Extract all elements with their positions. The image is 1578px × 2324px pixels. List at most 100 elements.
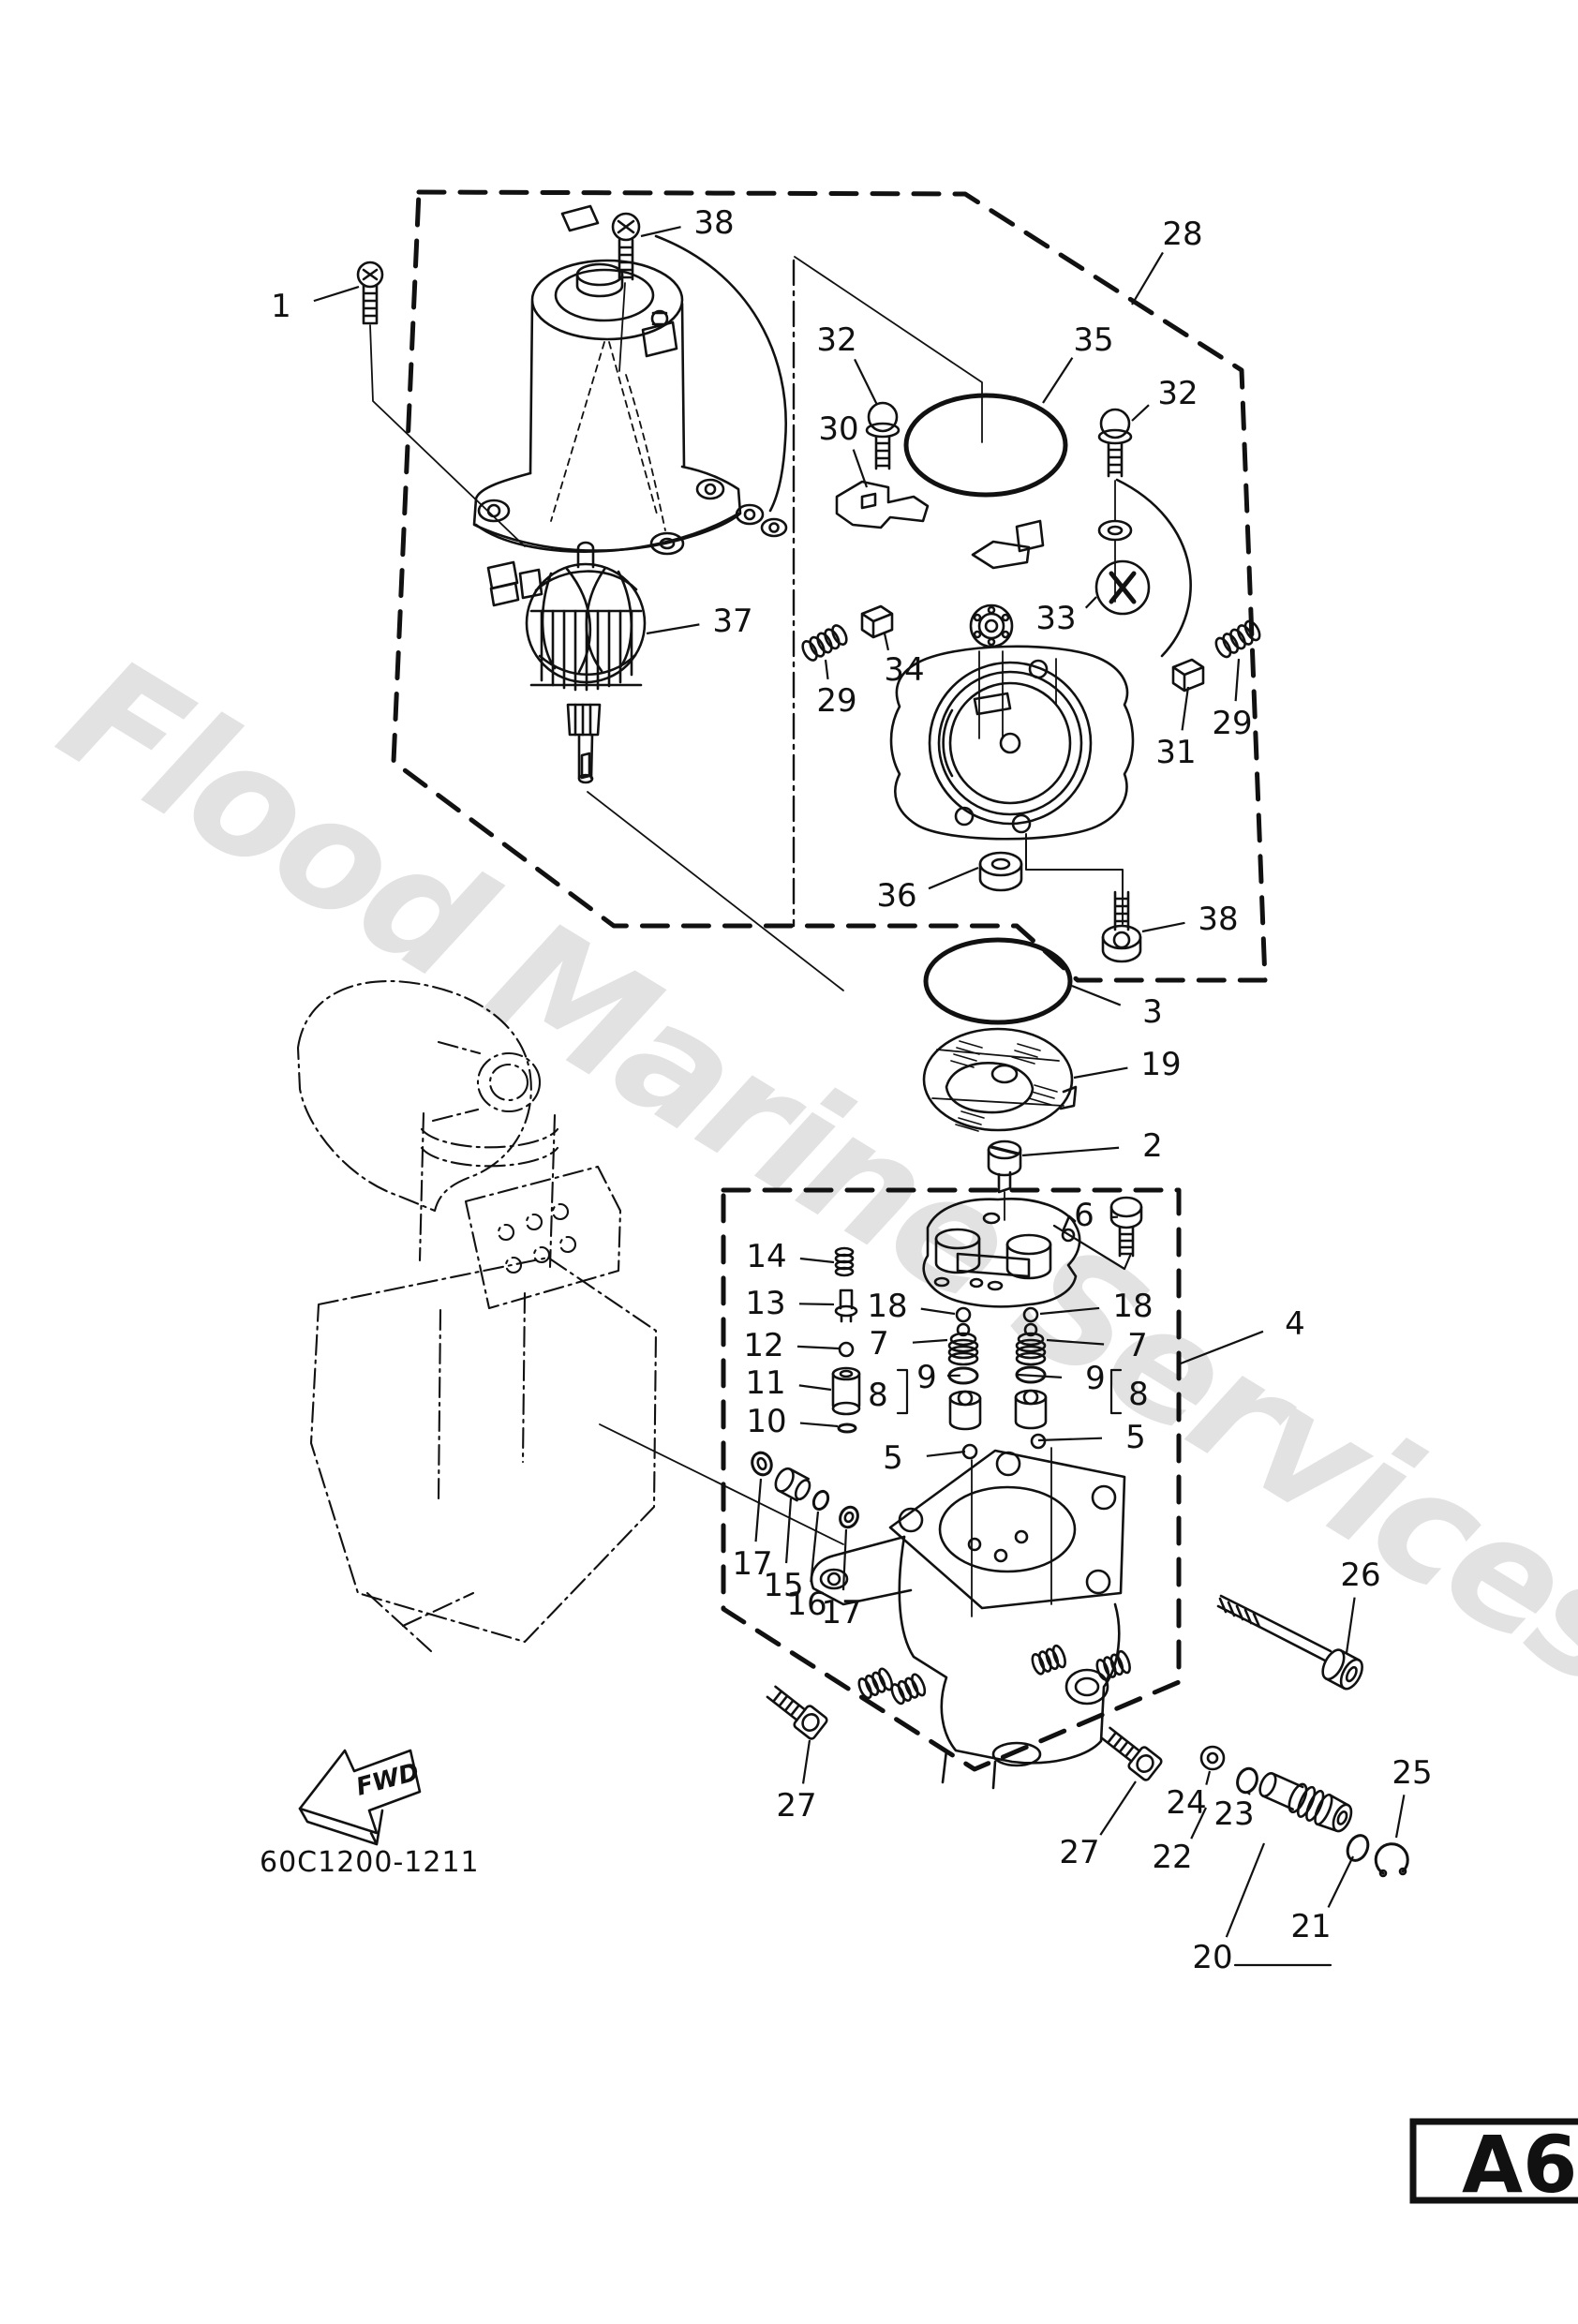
callout-label-34: 34	[884, 651, 924, 689]
callout-label-29: 29	[816, 682, 856, 720]
screw-27-left	[766, 1685, 828, 1740]
construction-lines	[369, 256, 1132, 1617]
callout-label-33: 33	[1035, 600, 1076, 637]
callout-leader-12	[796, 1345, 840, 1350]
callout-label-1: 1	[271, 288, 291, 325]
section-box-valve-kit	[721, 1187, 1182, 1772]
callout-label-32: 32	[1157, 375, 1198, 412]
callout-leader-5	[1037, 1437, 1103, 1442]
filter-19	[922, 1027, 1078, 1132]
callout-leader-29	[824, 659, 829, 679]
callout-leader-2	[1021, 1146, 1120, 1157]
page-ref-label: A6	[1462, 2119, 1577, 2211]
o-ring-3	[923, 937, 1073, 1025]
callout-label-9: 9	[916, 1359, 937, 1396]
callout-label-32: 32	[816, 321, 856, 359]
callout-leader-11	[798, 1384, 832, 1392]
o-ring-35	[903, 393, 1068, 498]
callout-label-7: 7	[869, 1325, 889, 1363]
callout-label-18: 18	[867, 1288, 907, 1325]
callout-leader-37	[646, 623, 700, 635]
callout-leader-4	[1180, 1330, 1264, 1365]
callout-label-38: 38	[693, 204, 734, 242]
callout-leader-34	[883, 633, 890, 651]
callout-label-10: 10	[746, 1403, 786, 1440]
pump-housing	[889, 645, 1135, 925]
upper-valve-body	[922, 1198, 1081, 1308]
callout-label-35: 35	[1073, 321, 1113, 359]
callout-label-21: 21	[1290, 1908, 1331, 1945]
callout-leader-38	[640, 226, 681, 238]
callout-leader-7	[1046, 1338, 1105, 1346]
callout-label-22: 22	[1152, 1839, 1192, 1876]
motor-lead-fitting	[486, 560, 543, 607]
brush-plate-hardware	[801, 401, 1261, 693]
callout-label-11: 11	[745, 1364, 785, 1402]
callout-label-23: 23	[1213, 1795, 1254, 1833]
bracket-leaders	[896, 1368, 1332, 1967]
callout-leader-14	[799, 1257, 835, 1264]
callout-leader-15	[784, 1497, 793, 1564]
section-box-motor-pump	[391, 189, 1268, 983]
trim-motor	[472, 204, 788, 556]
screw-38-bottom	[1101, 890, 1142, 963]
callout-leader-16	[810, 1511, 820, 1583]
callout-label-3: 3	[1142, 993, 1163, 1031]
callout-label-15: 15	[763, 1567, 803, 1604]
callout-label-27: 27	[776, 1787, 816, 1825]
callout-label-12: 12	[743, 1327, 783, 1364]
callout-leader-19	[1073, 1066, 1128, 1080]
screw-1	[356, 261, 384, 325]
callout-leader-24	[1205, 1770, 1212, 1785]
callout-label-31: 31	[1155, 734, 1196, 771]
callout-leader-1	[313, 285, 360, 303]
callout-label-5: 5	[883, 1439, 903, 1477]
callout-label-19: 19	[1140, 1046, 1181, 1083]
callout-leader-18	[1039, 1306, 1100, 1316]
callout-leader-32	[854, 358, 878, 406]
callout-label-16: 16	[786, 1586, 826, 1623]
callout-leader-22	[1190, 1807, 1207, 1840]
callout-label-20: 20	[1192, 1939, 1232, 1976]
diagram-line-art	[296, 189, 1409, 1967]
seal-kit-row	[751, 1451, 859, 1529]
callout-label-2: 2	[1142, 1127, 1163, 1165]
callout-label-28: 28	[1162, 216, 1202, 253]
coupler-kit	[1199, 1745, 1409, 1878]
callout-leader-32	[1131, 404, 1150, 422]
valve-column-left	[831, 1246, 861, 1434]
callout-label-27: 27	[1059, 1834, 1099, 1871]
callout-label-8: 8	[868, 1377, 888, 1414]
tilt-unit-phantom	[296, 979, 658, 1653]
valve-body-casting	[810, 1449, 1126, 1790]
callout-leader-7	[912, 1338, 948, 1344]
callout-label-6: 6	[1074, 1197, 1094, 1234]
stud-bolt-26	[1216, 1594, 1363, 1691]
screw-27-right	[1100, 1726, 1163, 1781]
callout-leader-30	[852, 449, 869, 488]
callout-leader-35	[1042, 357, 1074, 404]
callout-leader-18	[920, 1307, 956, 1316]
callout-leader-17	[841, 1528, 848, 1591]
callout-label-4: 4	[1285, 1305, 1305, 1343]
callout-label-5: 5	[1125, 1419, 1146, 1456]
callout-label-30: 30	[818, 410, 858, 448]
callout-leader-28	[1131, 251, 1164, 305]
screw-2	[987, 1140, 1022, 1194]
valve-stacks	[947, 1306, 1048, 1460]
callout-label-36: 36	[876, 877, 916, 915]
page-ref-box: A6	[1409, 2118, 1578, 2211]
callout-leader-38	[1141, 921, 1185, 933]
callout-leader-31	[1181, 686, 1190, 731]
screw-6	[1109, 1196, 1143, 1258]
callout-label-38: 38	[1198, 901, 1238, 938]
callout-label-14: 14	[746, 1238, 786, 1275]
callout-label-7: 7	[1127, 1327, 1148, 1364]
callout-label-17: 17	[732, 1545, 772, 1583]
callout-leader-10	[799, 1422, 839, 1428]
callout-label-13: 13	[745, 1285, 785, 1322]
callout-label-25: 25	[1392, 1754, 1432, 1792]
callout-leader-27	[801, 1739, 811, 1784]
